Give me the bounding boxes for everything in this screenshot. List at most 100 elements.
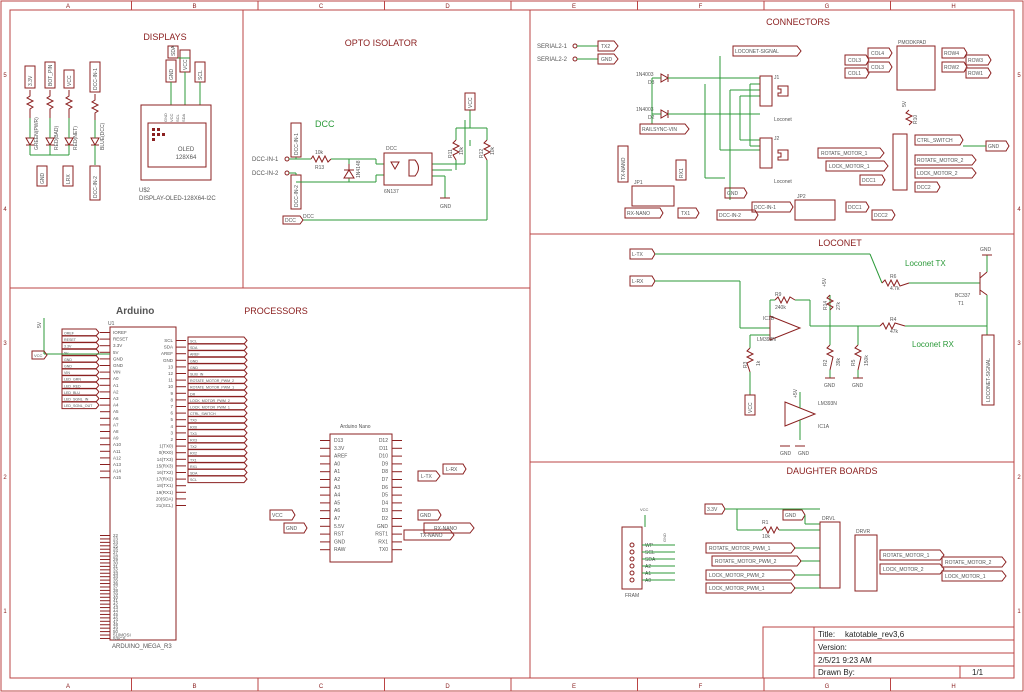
mega-left-net-tag: GND	[61, 361, 100, 370]
opto-dcc-in-1-tag: DCC-IN-1	[294, 133, 300, 155]
r9-ref: R9	[775, 292, 782, 298]
column-marker-top: G	[825, 4, 830, 10]
ic1a-gnd-1: GND	[780, 451, 792, 457]
nano-tx-tag	[403, 529, 455, 541]
led-net-3: VCC	[67, 75, 73, 86]
mega-right-net: RX3	[190, 439, 197, 443]
nano-left-pin: 5.5V	[334, 524, 345, 530]
mega-name: ARDUINO_MEGA_R3	[112, 644, 172, 650]
led-net-tags: 3.3V BOT_PIN VCC DCC-IN-1	[24, 61, 101, 93]
mega-right-pin: 12	[168, 371, 174, 376]
ctrl-switch-label: CTRL_SWITCH	[917, 138, 953, 144]
oled-label-2: 128X64	[176, 155, 197, 161]
inner-border	[9, 9, 1015, 679]
mega-right-pin: 9	[170, 391, 173, 396]
mega-left-pin: 53/CS	[113, 636, 126, 641]
mega-left-pin: 25	[113, 543, 119, 548]
resistor-r4	[879, 321, 906, 331]
rotate-motor-2-tag	[914, 154, 977, 166]
nano-right-pin: TX0	[379, 547, 388, 553]
nano-right-pin: D10	[379, 454, 388, 460]
tx2-tag	[597, 40, 619, 52]
displays-section: 3.3V BOT_PIN VCC DCC-IN-1 GREEN(PWR)	[24, 45, 216, 202]
mega-left-net-tag: LED_SGNL_OUT	[61, 401, 100, 410]
mega-right-pin: 11	[168, 378, 173, 383]
railsync-label: RAILSYNC-VIN	[642, 127, 677, 133]
row-marker-right: 3	[1017, 341, 1021, 347]
mega-right-pin: 14(TX3)	[157, 457, 174, 462]
mega-left-pin: 30	[113, 560, 119, 565]
mega-right-pin: 0(RX0)	[159, 450, 174, 455]
mega-right-net-tag: TX2	[187, 442, 248, 451]
drvr-net-tags: ROTATE_MOTOR_1ROTATE_MOTOR_2LOCK_MOTOR_2…	[879, 549, 1007, 582]
mega-left-pin: 29	[113, 557, 119, 562]
drvl-net-tag: LOCK_MOTOR_PWM_1	[705, 582, 796, 594]
nano-title: Arduino Nano	[340, 424, 371, 430]
mega-right-net-tag: GND	[187, 362, 248, 371]
mega-left-pin: GND	[113, 356, 124, 361]
fram-chip	[621, 526, 643, 590]
r13-val: 10k	[315, 150, 324, 156]
loconet-rx-label: Loconet RX	[912, 340, 954, 349]
j1-ref: J1	[774, 75, 780, 81]
mega-left-pin: 49	[113, 626, 119, 631]
column-marker-top: A	[66, 4, 70, 10]
header-10pin	[892, 133, 908, 191]
mega-left-pin: A13	[113, 462, 122, 467]
mega-left-pin: 36	[113, 581, 119, 586]
r14-ref: R14	[823, 301, 829, 310]
fram-gnd: GND	[662, 533, 667, 542]
drvr-net-tag: LOCK_MOTOR_2	[879, 563, 945, 575]
mega-right-net: SLIB_IN	[190, 373, 204, 377]
r10-ref: R10	[913, 115, 919, 124]
ic1b-name: LM393N	[757, 337, 776, 343]
opto-in-2: DCC-IN-2	[252, 171, 279, 177]
nano-left-pin: A5	[334, 500, 340, 506]
version-label: Version:	[818, 643, 847, 652]
rx-nano-tag	[624, 207, 664, 219]
mega-right-pin: 10	[168, 384, 174, 389]
nano-l-rx-tag	[442, 463, 467, 475]
nano-left-pin: A1	[334, 469, 340, 475]
column-marker-top: C	[319, 4, 324, 10]
mega-left-pin: A1	[113, 383, 119, 388]
opto-dcc-out-tag	[282, 215, 304, 225]
led-net-1: 3.3V	[28, 75, 34, 86]
conn-gnd-tag	[724, 187, 748, 199]
r4-ref: R4	[890, 317, 897, 323]
mega-right-net: CTRL_SWITCH	[190, 412, 216, 416]
nano-left-pin: A4	[334, 493, 340, 499]
mega-left-net-tag: RESET	[61, 335, 100, 344]
mega-left-pin: 45	[113, 612, 119, 617]
nano-right-pin: D8	[382, 469, 389, 475]
oled-pixel-icon	[152, 128, 165, 141]
mega-left-net: OREF	[64, 332, 75, 336]
mega-left-pin: A8	[113, 429, 119, 434]
mega-left-pin: VIN	[113, 370, 121, 375]
mega-left-pin: 23	[113, 536, 119, 541]
nano-right-pin: D4	[382, 500, 389, 506]
diode-1n4148-icon	[343, 169, 355, 179]
pmod-col-1: COL1	[848, 71, 861, 77]
rx-nano-label: RX-NANO	[627, 211, 650, 217]
led-label-3: RED(NET)	[73, 126, 79, 150]
mega-left-net: LED_SGNL_OUT	[64, 404, 93, 408]
mega-right-pin: 19(RX1)	[156, 490, 173, 495]
nano-gnd: GND	[286, 526, 298, 532]
mega-left-pin: 35	[113, 578, 119, 583]
oled-pin-labels: GND VCC SCL SDA	[163, 113, 186, 122]
daughter-3v3-tag	[704, 503, 726, 515]
nano-left-pin: 3.3V	[334, 446, 345, 452]
header-dcc2-tag	[914, 181, 941, 193]
column-marker-bottom: C	[319, 684, 324, 690]
mega-right-pin: SDA	[164, 345, 173, 350]
mega-right-net-tag: DR	[187, 389, 248, 398]
nano-right-pin: D11	[379, 446, 388, 452]
mega-left-pin: 39	[113, 591, 119, 596]
row-marker-left: 2	[3, 475, 7, 481]
fram-pin: A2	[645, 564, 651, 570]
mega-left-pin: 43	[113, 605, 119, 610]
